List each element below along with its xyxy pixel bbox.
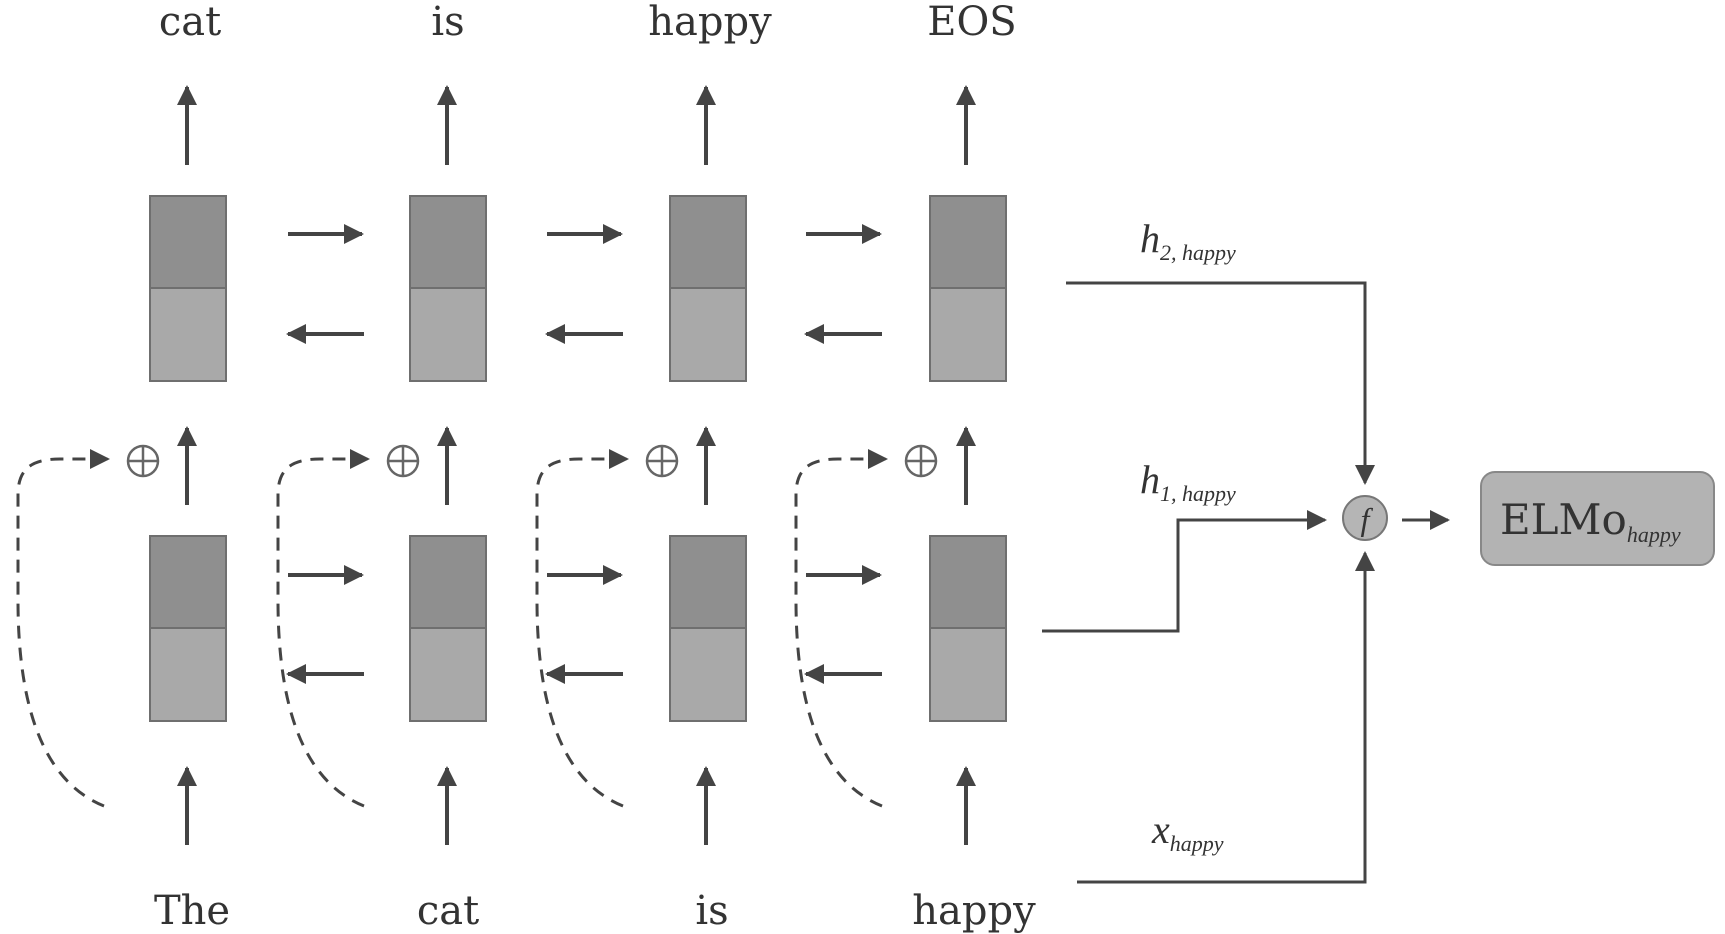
layer2-cell-4	[929, 195, 1007, 382]
input-token-1: The	[154, 888, 230, 934]
input-token-4: happy	[912, 888, 1036, 934]
residual-path-1	[16, 449, 110, 808]
elmo-connectors	[1042, 281, 1450, 884]
output-token-1: cat	[159, 0, 221, 45]
residual-path-3	[535, 449, 629, 808]
label-x: xhappy	[1151, 807, 1224, 856]
label-h2: h2, happy	[1140, 216, 1236, 265]
output-token-3: happy	[648, 0, 772, 45]
input-token-2: cat	[417, 888, 479, 934]
layer1-cell-4	[929, 535, 1007, 722]
plus-circle-icon	[904, 444, 938, 478]
vertical-arrows	[177, 85, 976, 845]
residual-connections	[16, 449, 888, 808]
x-connector	[1077, 551, 1375, 884]
lstm-layer-2	[149, 195, 1007, 382]
combine-function-node: f	[1342, 495, 1388, 541]
layer1-cell-3	[669, 535, 747, 722]
output-tokens: cat is happy EOS	[159, 0, 1017, 45]
output-token-2: is	[431, 0, 464, 45]
elmo-output-box: ELMohappy	[1480, 471, 1715, 566]
label-h1: h1, happy	[1140, 457, 1236, 506]
plus-circle-icon	[126, 444, 160, 478]
output-token-4: EOS	[927, 0, 1016, 45]
recurrent-arrows	[286, 224, 882, 684]
residual-path-4	[794, 449, 888, 808]
layer1-cell-2	[409, 535, 487, 722]
combine-symbols	[126, 444, 938, 478]
plus-circle-icon	[386, 444, 420, 478]
input-tokens: The cat is happy	[154, 888, 1036, 934]
input-token-3: is	[695, 888, 728, 934]
layer2-cell-2	[409, 195, 487, 382]
lstm-layer-1	[149, 535, 1007, 722]
layer2-cell-3	[669, 195, 747, 382]
residual-path-2	[276, 449, 370, 808]
h1-connector	[1042, 510, 1327, 633]
layer1-cell-1	[149, 535, 227, 722]
h2-connector	[1066, 281, 1375, 485]
layer2-cell-1	[149, 195, 227, 382]
plus-circle-icon	[645, 444, 679, 478]
elmo-label: ELMohappy	[1500, 495, 1681, 547]
